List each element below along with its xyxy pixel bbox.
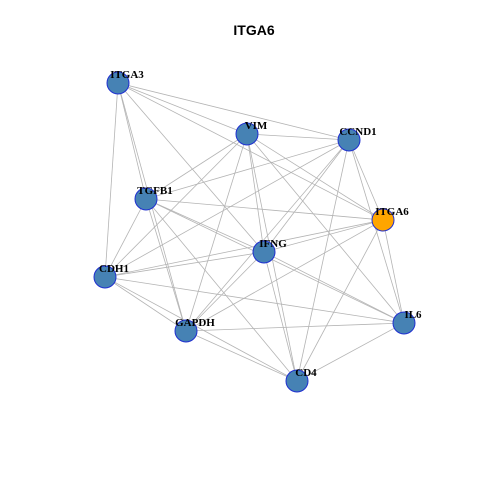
- node-label-itga6: ITGA6: [375, 206, 409, 218]
- edge-itga6-cd4: [296, 219, 384, 382]
- edge-tgfb1-il6: [145, 198, 405, 324]
- edge-tgfb1-cdh1: [104, 198, 147, 278]
- node-il6[interactable]: [392, 311, 416, 335]
- node-tgfb1[interactable]: [134, 187, 158, 211]
- edge-itga6-gapdh: [185, 219, 384, 332]
- node-layer: [93, 71, 416, 393]
- node-gapdh[interactable]: [174, 319, 198, 343]
- node-vim[interactable]: [235, 122, 259, 146]
- edge-itga6-il6: [382, 219, 405, 324]
- edge-vim-ifng: [246, 133, 265, 253]
- node-label-cdh1: CDH1: [99, 263, 129, 275]
- edge-itga3-vim: [117, 82, 248, 135]
- edge-itga3-cdh1: [104, 82, 119, 278]
- edge-gapdh-il6: [185, 322, 405, 332]
- edge-vim-cdh1: [104, 133, 248, 278]
- node-label-gapdh: GAPDH: [175, 317, 215, 329]
- edge-vim-tgfb1: [145, 133, 248, 200]
- node-cd4[interactable]: [285, 369, 309, 393]
- edge-itga6-ifng: [263, 219, 384, 253]
- edge-il6-cd4: [296, 322, 405, 382]
- edge-cdh1-cd4: [104, 276, 298, 382]
- node-label-ccnd1: CCND1: [339, 126, 376, 138]
- edge-itga3-tgfb1: [117, 82, 147, 200]
- node-label-ifng: IFNG: [259, 238, 287, 250]
- node-ccnd1[interactable]: [337, 128, 361, 152]
- edge-tgfb1-gapdh: [145, 198, 187, 332]
- edge-vim-itga6: [246, 133, 384, 221]
- node-itga3[interactable]: [106, 71, 130, 95]
- edge-ifng-il6: [263, 251, 405, 324]
- diagram-title: ITGA6: [233, 22, 274, 38]
- node-label-cd4: CD4: [295, 367, 317, 379]
- edge-ccnd1-cd4: [296, 139, 350, 382]
- node-label-vim: VIM: [245, 120, 268, 132]
- edge-ccnd1-gapdh: [185, 139, 350, 332]
- edge-ifng-cd4: [263, 251, 298, 382]
- node-ifng[interactable]: [252, 240, 276, 264]
- node-label-tgfb1: TGFB1: [137, 185, 172, 197]
- edge-gapdh-cd4: [185, 330, 298, 382]
- node-label-il6: IL6: [404, 309, 422, 321]
- edge-itga6-cdh1: [104, 219, 384, 278]
- edge-itga3-ifng: [117, 82, 265, 253]
- edge-cdh1-gapdh: [104, 276, 187, 332]
- edge-ccnd1-ifng: [263, 139, 350, 253]
- node-itga6[interactable]: [371, 208, 395, 232]
- edge-layer: [104, 82, 405, 382]
- edge-ccnd1-tgfb1: [145, 139, 350, 200]
- edge-tgfb1-cd4: [145, 198, 298, 382]
- edge-ifng-cdh1: [104, 251, 265, 278]
- edge-itga3-ccnd1: [117, 82, 350, 141]
- edge-tgfb1-ifng: [145, 198, 265, 253]
- node-cdh1[interactable]: [93, 265, 117, 289]
- edge-ccnd1-cdh1: [104, 139, 350, 278]
- edge-vim-ccnd1: [246, 133, 350, 141]
- edge-ifng-gapdh: [185, 251, 265, 332]
- edge-cdh1-il6: [104, 276, 405, 324]
- edge-tgfb1-itga6: [145, 198, 384, 221]
- edge-ccnd1-itga6: [348, 139, 384, 221]
- node-label-itga3: ITGA3: [110, 69, 144, 81]
- edge-vim-il6: [246, 133, 405, 324]
